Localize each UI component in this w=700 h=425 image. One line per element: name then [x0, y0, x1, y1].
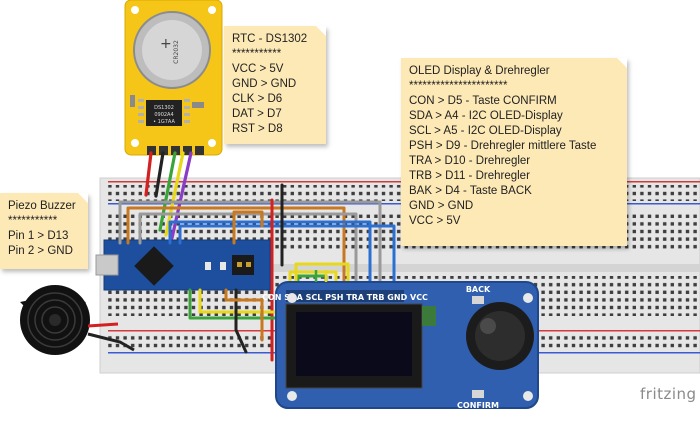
rtc-note-line: RTC - DS1302 [232, 33, 308, 45]
oled-note-line: PSH > D9 - Drehregler mittlere Taste [409, 140, 597, 152]
rtc-note-line: CLK > D6 [232, 93, 283, 105]
oled-note-line: SCL > A5 - I2C OLED-Display [409, 125, 562, 137]
rtc-battery-label: CR2032 [173, 40, 180, 64]
oled-note-line: TRA > D10 - Drehregler [409, 155, 531, 167]
rtc-note-line: *********** [232, 48, 282, 60]
rtc-chip [146, 100, 182, 126]
svg-text:0902A4: 0902A4 [154, 112, 173, 118]
piezo-buzzer [20, 285, 135, 355]
piezo-note-line: *********** [8, 215, 58, 227]
piezo-note-line: Pin 2 > GND [8, 245, 73, 257]
oled-note-line: TRB > D11 - Drehregler [409, 170, 530, 182]
fritzing-logo: fritzing [640, 385, 697, 403]
rtc-note-line: RST > D8 [232, 123, 283, 135]
rtc-wires [144, 151, 193, 240]
oled-note-line: CON > D5 - Taste CONFIRM [409, 95, 557, 107]
svg-text:+: + [160, 36, 172, 52]
oled-note-line: GND > GND [409, 200, 474, 212]
note-fold [316, 26, 326, 36]
rtc-note-line: GND > GND [232, 78, 297, 90]
confirm-label: CONFIRM [457, 401, 499, 410]
oled-note-line: OLED Display & Drehregler [409, 65, 550, 77]
note-fold [617, 58, 627, 68]
note-fold [78, 193, 88, 203]
oled-pin-labels: CON SDA SCL PSH TRA TRB GND VCC [262, 293, 428, 302]
back-label: BACK [466, 285, 491, 294]
rtc-module: + CR2032 DS1302 0902A4 • 1G7AA [124, 0, 223, 156]
oled-note-line: VCC > 5V [409, 215, 461, 227]
oled-header-wires [314, 270, 328, 282]
rtc-note: RTC - DS1302 *********** VCC > 5V GND > … [224, 26, 326, 144]
arduino-nano [95, 239, 271, 291]
piezo-note-line: Piezo Buzzer [8, 200, 76, 212]
rtc-note-line: VCC > 5V [232, 63, 284, 75]
piezo-note: Piezo Buzzer *********** Pin 1 > D13 Pin… [0, 193, 88, 269]
rtc-note-line: DAT > D7 [232, 108, 282, 120]
oled-note-line: SDA > A4 - I2C OLED-Display [409, 110, 563, 122]
oled-module: CON SDA SCL PSH TRA TRB GND VCC BACK CON… [262, 281, 539, 410]
svg-text:• 1G7AA: • 1G7AA [153, 119, 175, 125]
oled-note-line: ********************** [409, 80, 508, 92]
oled-note-line: BAK > D4 - Taste BACK [409, 185, 532, 197]
piezo-note-line: Pin 1 > D13 [8, 230, 69, 242]
svg-text:DS1302: DS1302 [154, 105, 174, 111]
oled-note: OLED Display & Drehregler **************… [401, 58, 627, 246]
